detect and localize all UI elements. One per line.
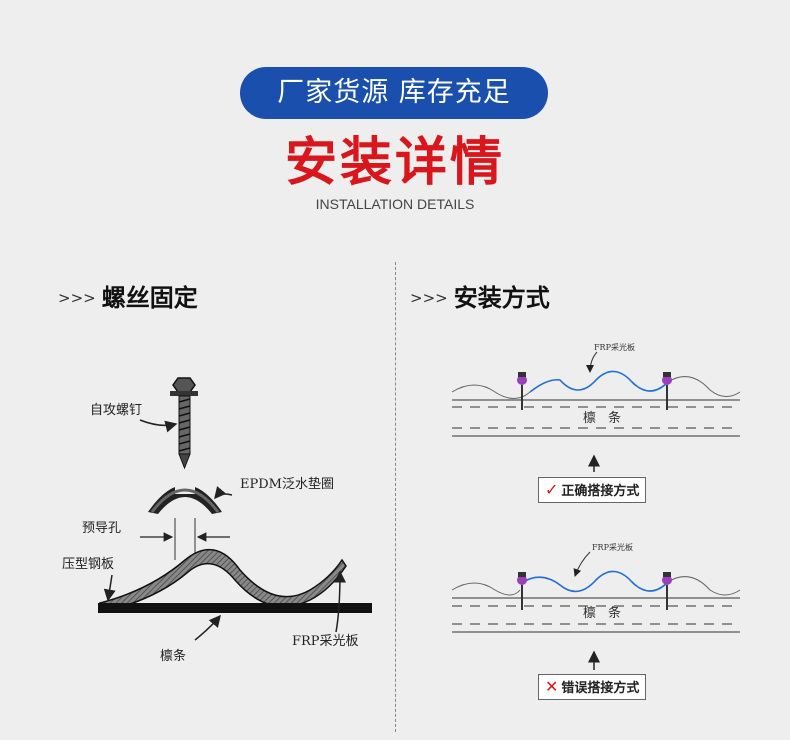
screw-icon [517, 572, 527, 610]
steel-sheet [99, 548, 347, 613]
correct-lap-text: 正确搭接方式 [561, 484, 640, 499]
frp-label: FRP采光板 [292, 634, 359, 649]
install-method-heading: >>> 安装方式 [410, 278, 550, 313]
purlin-label: 檩条 [160, 648, 186, 664]
purlin-label-bottom: 檩条 [583, 605, 633, 621]
frp-sheet-correct [529, 370, 669, 393]
check-icon: ✓ [545, 480, 559, 499]
heading-arrows: >>> [58, 289, 96, 307]
install-method-title: 安装方式 [453, 284, 550, 312]
page-title: 安装详情 [284, 133, 505, 193]
wrong-lap-diagram: FRP采光板 檩条 [451, 542, 741, 670]
screw-label: 自攻螺钉 [90, 403, 142, 418]
cross-icon: ✕ [545, 677, 559, 696]
screw-fixing-title: 螺丝固定 [101, 284, 198, 312]
frp-label-bottom: FRP采光板 [592, 542, 633, 552]
frp-sheet-wrong [519, 570, 669, 593]
correct-lap-diagram: FRP采光板 檩条 [451, 342, 741, 472]
wrong-lap-text: 错误搭接方式 [561, 681, 640, 696]
screw-fixing-heading: >>> 螺丝固定 [58, 278, 198, 313]
self-tapping-screw-icon [170, 377, 198, 470]
epdm-washer-icon [148, 482, 222, 514]
screw-icon [662, 572, 672, 610]
wrong-lap-caption: ✕错误搭接方式 [538, 674, 647, 700]
correct-lap-caption: ✓正确搭接方式 [538, 477, 647, 503]
section-divider [395, 262, 396, 732]
washer-label: EPDM泛水垫圈 [240, 476, 334, 492]
pilot-hole-label: 预导孔 [82, 521, 121, 536]
frp-label-top: FRP采光板 [594, 342, 635, 352]
screw-icon [517, 372, 527, 410]
heading-arrows: >>> [410, 289, 448, 307]
purlin-label-top: 檩条 [583, 410, 633, 426]
screw-fixing-diagram: 自攻螺钉 EPDM泛水垫圈 预导孔 压型钢板 檩条 FRP采光板 [62, 377, 372, 664]
steel-sheet-label: 压型钢板 [62, 557, 114, 572]
promo-badge: 厂家货源 库存充足 [240, 67, 548, 119]
screw-icon [662, 372, 672, 410]
page-subtitle: INSTALLATION DETAILS [315, 196, 475, 212]
purlin-bar [98, 603, 372, 613]
